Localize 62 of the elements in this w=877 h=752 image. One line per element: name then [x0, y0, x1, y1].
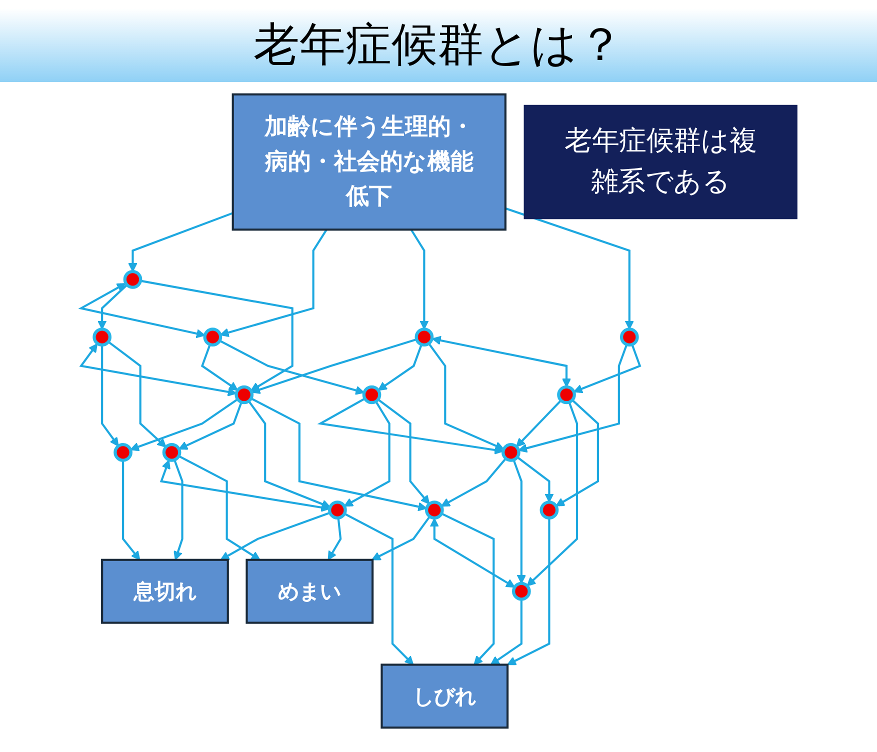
- arrow: [504, 207, 634, 330]
- arrow: [506, 518, 550, 666]
- node-circle: [162, 442, 181, 462]
- node-circle: [414, 328, 434, 347]
- arrow: [343, 512, 414, 666]
- node-circle: [424, 500, 444, 520]
- arrow: [343, 400, 390, 507]
- arrow: [427, 342, 504, 450]
- arrow: [247, 400, 330, 508]
- arrow: [200, 344, 238, 391]
- node-circle: [328, 500, 346, 520]
- arrow: [159, 460, 330, 512]
- arrow: [440, 458, 506, 507]
- arrow: [515, 400, 562, 448]
- node-box: めまい: [245, 558, 374, 624]
- arrow: [219, 229, 327, 338]
- node-circle: [122, 270, 142, 289]
- arrow: [178, 455, 260, 560]
- node-circle: [619, 328, 638, 347]
- node-circle: [362, 385, 381, 404]
- node-circle: [501, 442, 520, 462]
- title: 老年症候群とは？: [0, 8, 877, 82]
- arrow: [128, 212, 233, 272]
- arrow: [371, 516, 430, 560]
- arrow: [572, 344, 641, 394]
- arrow: [78, 343, 236, 396]
- arrow: [512, 459, 526, 584]
- arrow: [516, 456, 554, 503]
- arrow: [377, 344, 422, 391]
- node-circle: [512, 582, 530, 601]
- arrow: [376, 398, 430, 504]
- arrow: [518, 344, 628, 453]
- arrow: [555, 399, 598, 506]
- arrow: [100, 344, 118, 446]
- arrow: [429, 518, 515, 588]
- node-box: しびれ: [380, 664, 508, 729]
- node-circle: [556, 385, 576, 404]
- arrow: [220, 512, 330, 560]
- arrow: [130, 398, 238, 452]
- arrow: [178, 402, 242, 450]
- arrow: [96, 284, 128, 330]
- arrow: [78, 283, 205, 338]
- arrow: [431, 336, 571, 388]
- node-circle: [202, 328, 222, 347]
- node-circle: [92, 328, 111, 347]
- arrow: [250, 338, 416, 394]
- arrow: [173, 459, 183, 560]
- arrow: [526, 402, 578, 586]
- arrow: [316, 398, 504, 455]
- node-circle: [234, 385, 254, 404]
- node-box: 老年症候群は複雑系である: [523, 104, 797, 220]
- arrow: [122, 460, 140, 560]
- arrow: [140, 280, 293, 392]
- arrow: [250, 397, 427, 512]
- arrow: [490, 599, 522, 666]
- arrow: [440, 512, 494, 666]
- arrow: [107, 340, 166, 448]
- arrow: [410, 229, 428, 330]
- node-circle: [539, 500, 558, 520]
- arrow: [327, 518, 342, 560]
- node-circle: [113, 442, 132, 462]
- arrow: [218, 340, 364, 395]
